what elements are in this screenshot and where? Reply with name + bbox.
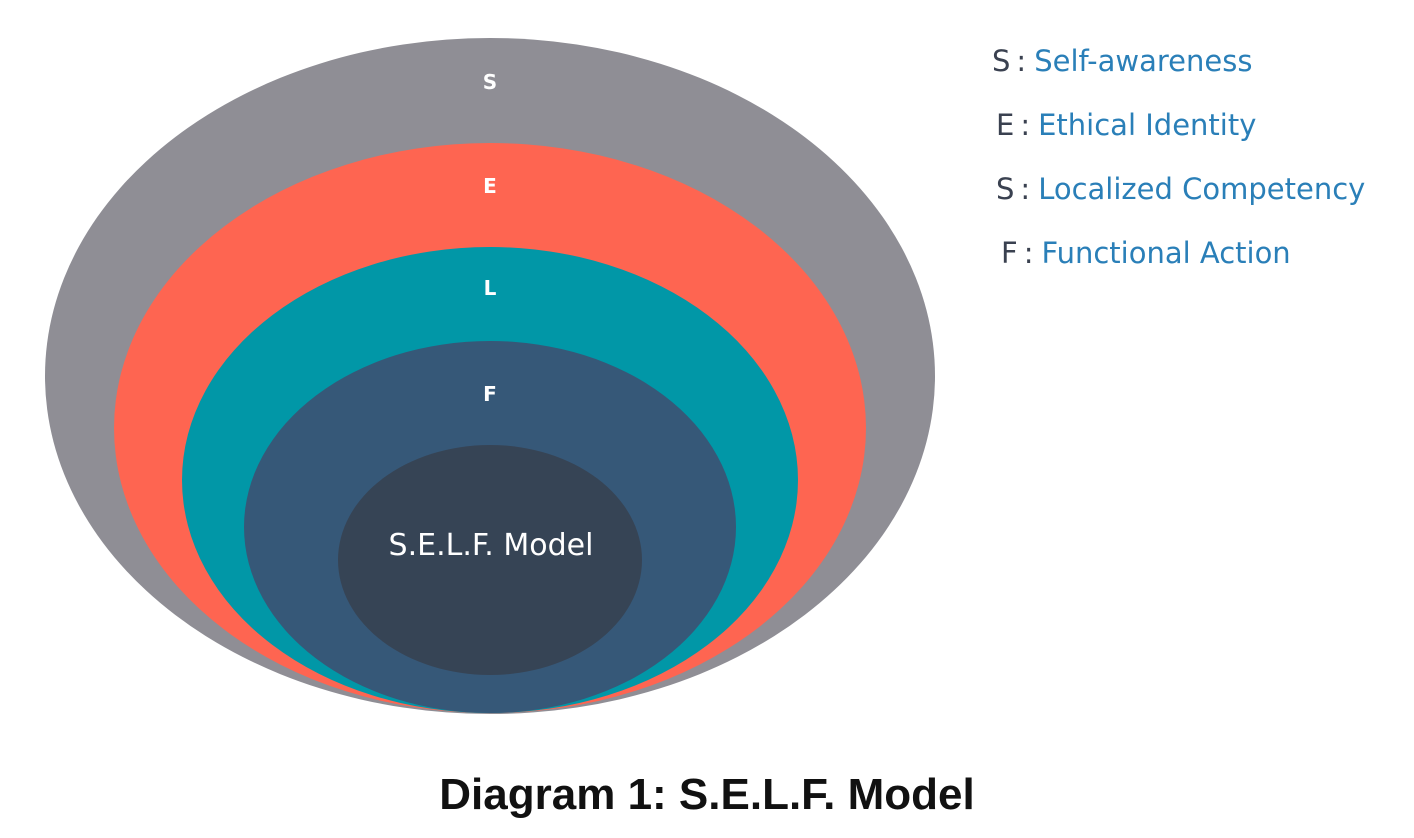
legend-item: S:Localized Competency	[992, 166, 1365, 230]
legend-separator: :	[1023, 236, 1034, 270]
legend-term: Functional Action	[1041, 236, 1291, 270]
legend-item: F:Functional Action	[992, 230, 1365, 294]
legend-separator: :	[1016, 44, 1027, 78]
legend-letter: S	[996, 172, 1015, 206]
legend-term: Ethical Identity	[1038, 108, 1257, 142]
legend-letter: E	[996, 108, 1015, 142]
layer-letter-l: L	[484, 276, 497, 300]
legend-item: S:Self-awareness	[992, 38, 1365, 102]
legend: S:Self-awareness E:Ethical Identity S:Lo…	[992, 38, 1365, 294]
legend-item: E:Ethical Identity	[992, 102, 1365, 166]
layer-letter-e: E	[483, 174, 497, 198]
layer-letter-f: F	[483, 382, 497, 406]
legend-letter: S	[992, 44, 1011, 78]
layer-letter-s: S	[483, 70, 497, 94]
core-ellipse	[338, 445, 642, 675]
core-label: S.E.L.F. Model	[389, 528, 594, 563]
legend-letter: F	[1001, 236, 1018, 270]
legend-separator: :	[1020, 172, 1031, 206]
legend-term: Self-awareness	[1034, 44, 1253, 78]
legend-term: Localized Competency	[1038, 172, 1366, 206]
diagram-caption: Diagram 1: S.E.L.F. Model	[439, 770, 975, 819]
legend-separator: :	[1020, 108, 1031, 142]
